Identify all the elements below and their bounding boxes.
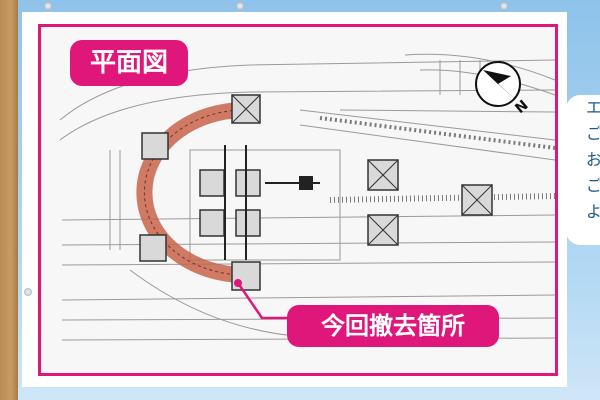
page-title: 平面図	[70, 40, 188, 86]
side-note-line: よ	[586, 202, 600, 221]
side-note-line: お	[586, 150, 600, 169]
wooden-post	[0, 0, 18, 400]
side-note-line: ご	[586, 176, 600, 195]
compass-icon: N	[475, 61, 532, 117]
side-note-panel: エ ご お ご よ	[566, 95, 600, 245]
screw-icon	[236, 2, 244, 10]
side-note-line: ご	[586, 124, 600, 143]
screw-icon	[44, 2, 52, 10]
screw-icon	[24, 288, 32, 296]
side-note-line: エ	[586, 98, 600, 117]
removal-callout: 今回撤去箇所	[287, 305, 499, 347]
compass-label: N	[512, 97, 531, 117]
screw-icon	[500, 2, 508, 10]
